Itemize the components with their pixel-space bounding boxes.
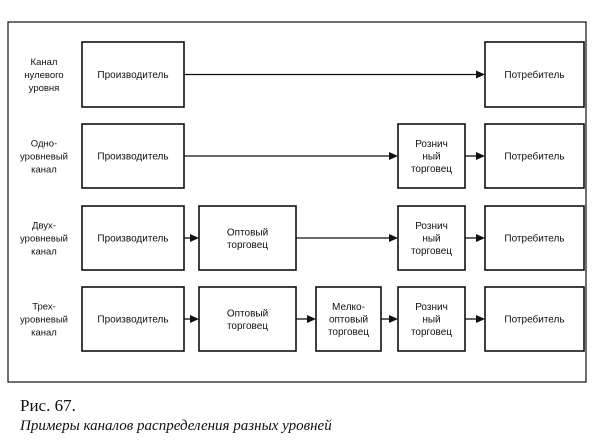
node-1-0: Производитель bbox=[81, 123, 185, 189]
node-label: торговец bbox=[227, 240, 268, 251]
node-box bbox=[484, 286, 585, 352]
arrow-head bbox=[476, 152, 485, 160]
row-label-line: уровневый bbox=[20, 315, 68, 326]
node-label: Производитель bbox=[97, 234, 168, 245]
node-label: торговец bbox=[227, 321, 268, 332]
arrow-head bbox=[389, 152, 398, 160]
flow-arrow bbox=[184, 70, 485, 79]
row-label-line: Одно- bbox=[31, 139, 57, 150]
flow-arrow bbox=[296, 315, 316, 323]
node-label: торговец bbox=[411, 327, 452, 338]
flow-arrow bbox=[184, 152, 398, 160]
node-label: Потребитель bbox=[504, 233, 564, 245]
node-3-0: Производитель bbox=[81, 286, 185, 352]
node-label: Мелко- bbox=[332, 302, 365, 313]
figure-number: Рис. 67. bbox=[20, 396, 76, 415]
flow-arrow bbox=[381, 315, 398, 323]
node-label: Производитель bbox=[97, 315, 168, 326]
node-label: Потребитель bbox=[504, 151, 564, 163]
node-box bbox=[397, 286, 466, 352]
arrow-head bbox=[476, 315, 485, 323]
node-label: ный bbox=[422, 152, 440, 163]
node-label: торговец bbox=[411, 164, 452, 175]
node-2-1: Оптовый торговец bbox=[198, 205, 297, 271]
row-label-line: уровня bbox=[29, 83, 60, 94]
row-label-2: Двух-уровневый канал bbox=[20, 221, 68, 258]
row-label-line: Трех- bbox=[32, 302, 56, 313]
node-label: ный bbox=[422, 234, 440, 245]
node-box bbox=[315, 286, 382, 352]
node-box bbox=[484, 41, 585, 108]
arrow-head bbox=[190, 315, 199, 323]
node-label: торговец bbox=[328, 327, 369, 338]
arrow-head bbox=[190, 234, 199, 242]
node-2-0: Производитель bbox=[81, 205, 185, 271]
flow-arrow bbox=[184, 234, 199, 242]
node-box bbox=[81, 123, 185, 189]
row-label-line: Двух- bbox=[32, 221, 56, 232]
row-label-1: Одно-уровневый канал bbox=[20, 139, 68, 176]
node-3-1: Оптовый торговец bbox=[198, 286, 297, 352]
row-label-0: Канал нулевого уровня bbox=[24, 57, 63, 94]
row-label-line: уровневый bbox=[20, 234, 68, 245]
flow-arrow bbox=[296, 234, 398, 242]
node-box bbox=[198, 286, 297, 352]
flow-arrow bbox=[465, 234, 485, 242]
node-3-4: Потребитель bbox=[484, 286, 585, 352]
node-box bbox=[484, 123, 585, 189]
flow-arrow bbox=[465, 315, 485, 323]
node-label: Рознич bbox=[415, 221, 448, 232]
node-label: Производитель bbox=[97, 152, 168, 163]
node-label: Оптовый bbox=[227, 227, 268, 238]
node-box bbox=[81, 286, 185, 352]
node-box bbox=[397, 123, 466, 189]
node-2-3: Потребитель bbox=[484, 205, 585, 271]
figure-title: Примеры каналов распределения разных уро… bbox=[20, 418, 332, 434]
node-label: торговец bbox=[411, 246, 452, 257]
arrow-head bbox=[389, 234, 398, 242]
node-1-2: Потребитель bbox=[484, 123, 585, 189]
node-label: Потребитель bbox=[504, 314, 564, 326]
node-box bbox=[484, 205, 585, 271]
node-label: Рознич bbox=[415, 139, 448, 150]
row-label-line: канал bbox=[31, 247, 57, 258]
node-box bbox=[81, 205, 185, 271]
node-label: Оптовый bbox=[227, 308, 268, 319]
row-label-line: канал bbox=[31, 328, 57, 339]
node-label: оптовый bbox=[329, 315, 368, 326]
arrow-head bbox=[476, 70, 485, 79]
row-label-line: нулевого bbox=[24, 70, 63, 81]
node-box bbox=[397, 205, 466, 271]
node-0-0: Производитель bbox=[81, 41, 185, 108]
node-label: ный bbox=[422, 315, 440, 326]
diagram-frame bbox=[7, 21, 587, 383]
arrow-head bbox=[307, 315, 316, 323]
node-label: Производитель bbox=[97, 70, 168, 81]
row-label-line: Канал bbox=[31, 57, 58, 68]
node-label: Потребитель bbox=[504, 69, 564, 81]
flow-arrow bbox=[184, 315, 199, 323]
row-label-3: Трех-уровневый канал bbox=[20, 302, 68, 339]
node-label: Рознич bbox=[415, 302, 448, 313]
flow-arrow bbox=[465, 152, 485, 160]
arrow-head bbox=[476, 234, 485, 242]
node-0-1: Потребитель bbox=[484, 41, 585, 108]
row-label-line: канал bbox=[31, 165, 57, 176]
row-label-line: уровневый bbox=[20, 152, 68, 163]
arrow-head bbox=[389, 315, 398, 323]
node-box bbox=[81, 41, 185, 108]
